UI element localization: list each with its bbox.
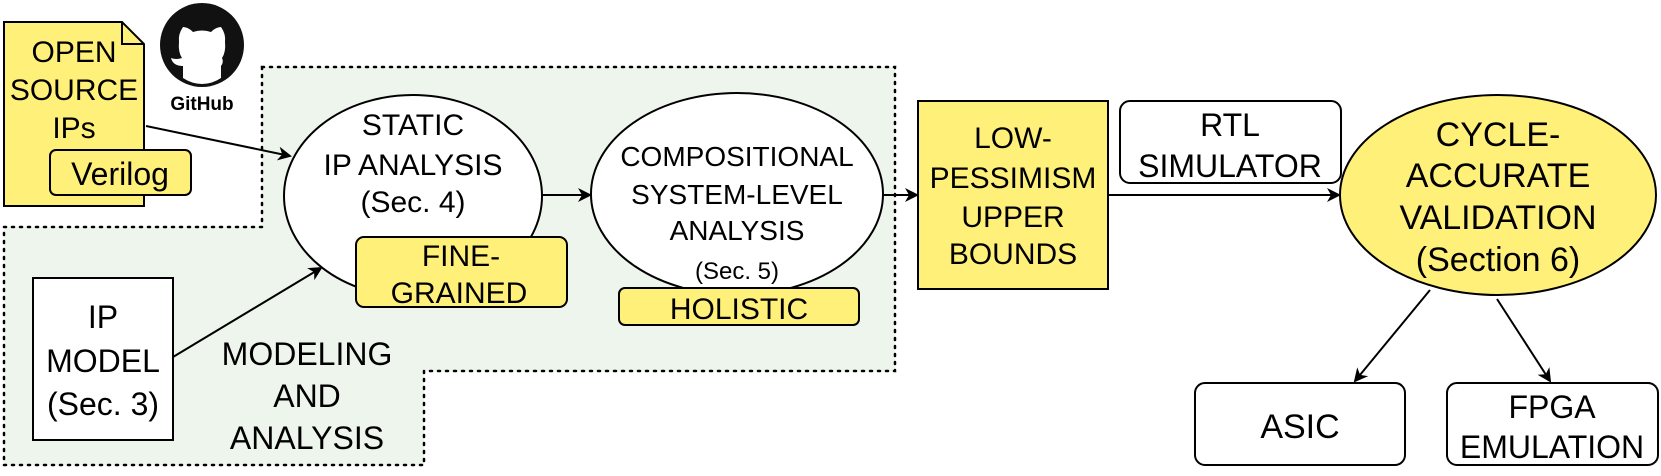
modeling-analysis-label: MODELING AND ANALYSIS — [222, 336, 393, 456]
upper-bounds-line-2: PESSIMISM — [930, 162, 1097, 195]
static-line-2: IP ANALYSIS — [324, 149, 503, 182]
ip-model-node: IP MODEL (Sec. 3) — [32, 277, 174, 441]
holistic-label: HOLISTIC — [670, 293, 808, 326]
fine-grained-line-1: FINE- — [422, 240, 500, 273]
open-source-line-3: IPs — [52, 112, 95, 145]
compositional-line-2: SYSTEM-LEVEL — [631, 179, 843, 210]
asic-node: ASIC — [1194, 382, 1406, 466]
asic-label: ASIC — [1260, 408, 1339, 446]
upper-bounds-line-1: LOW- — [974, 122, 1052, 155]
holistic-tag — [618, 287, 860, 326]
cycle-accurate-validation-node: CYCLE- ACCURATE VALIDATION (Section 6) — [1339, 94, 1657, 296]
rtl-line-2: SIMULATOR — [1138, 148, 1322, 184]
github-label: GitHub — [170, 94, 233, 115]
github-logo: GitHub — [160, 3, 244, 115]
validation-line-4: (Section 6) — [1416, 241, 1580, 279]
ip-model-line-2: MODEL — [46, 343, 160, 379]
github-icon — [160, 3, 244, 87]
open-source-line-2: SOURCE — [10, 74, 138, 107]
arrow-validation-to-asic — [1353, 289, 1431, 383]
open-source-line-1: OPEN — [31, 36, 116, 69]
validation-line-1: CYCLE- — [1436, 116, 1561, 154]
validation-line-2: ACCURATE — [1406, 157, 1591, 195]
fpga-line-1: FPGA — [1508, 389, 1596, 425]
open-source-ips-node: OPEN SOURCE IPs Verilog — [3, 21, 192, 207]
compositional-line-4: (Sec. 5) — [695, 258, 779, 285]
rtl-simulator-node: RTL SIMULATOR — [1119, 100, 1342, 184]
upper-bounds-line-3: UPPER — [961, 201, 1064, 234]
fine-grained-tag — [355, 236, 568, 308]
region-line-3: ANALYSIS — [230, 420, 384, 456]
arrow-sources-to-static — [145, 125, 292, 161]
compositional-line-3: ANALYSIS — [670, 215, 805, 246]
fpga-line-2: EMULATION — [1460, 429, 1644, 465]
compositional-analysis-node: COMPOSITIONAL SYSTEM-LEVEL ANALYSIS (Sec… — [590, 92, 884, 326]
verilog-tag — [49, 149, 192, 196]
region-line-2: AND — [273, 378, 341, 414]
upper-bounds-node: LOW- PESSIMISM UPPER BOUNDS — [917, 100, 1109, 290]
compositional-line-1: COMPOSITIONAL — [620, 141, 853, 172]
arrow-validation-to-fpga — [1496, 298, 1552, 383]
fine-grained-line-2: GRAINED — [391, 277, 528, 310]
static-line-1: STATIC — [362, 109, 464, 142]
fpga-emulation-node: FPGA EMULATION — [1446, 382, 1659, 466]
validation-line-3: VALIDATION — [1399, 199, 1596, 237]
verilog-label: Verilog — [71, 156, 169, 192]
ip-model-line-1: IP — [88, 299, 118, 335]
static-line-3: (Sec. 4) — [360, 186, 465, 219]
upper-bounds-line-4: BOUNDS — [949, 238, 1077, 271]
static-ip-analysis-node: STATIC IP ANALYSIS (Sec. 4) FINE- GRAINE… — [283, 94, 568, 310]
region-line-1: MODELING — [222, 336, 393, 372]
ip-model-line-3: (Sec. 3) — [47, 386, 159, 422]
rtl-line-1: RTL — [1200, 107, 1260, 143]
arrow-model-to-static — [172, 266, 323, 358]
